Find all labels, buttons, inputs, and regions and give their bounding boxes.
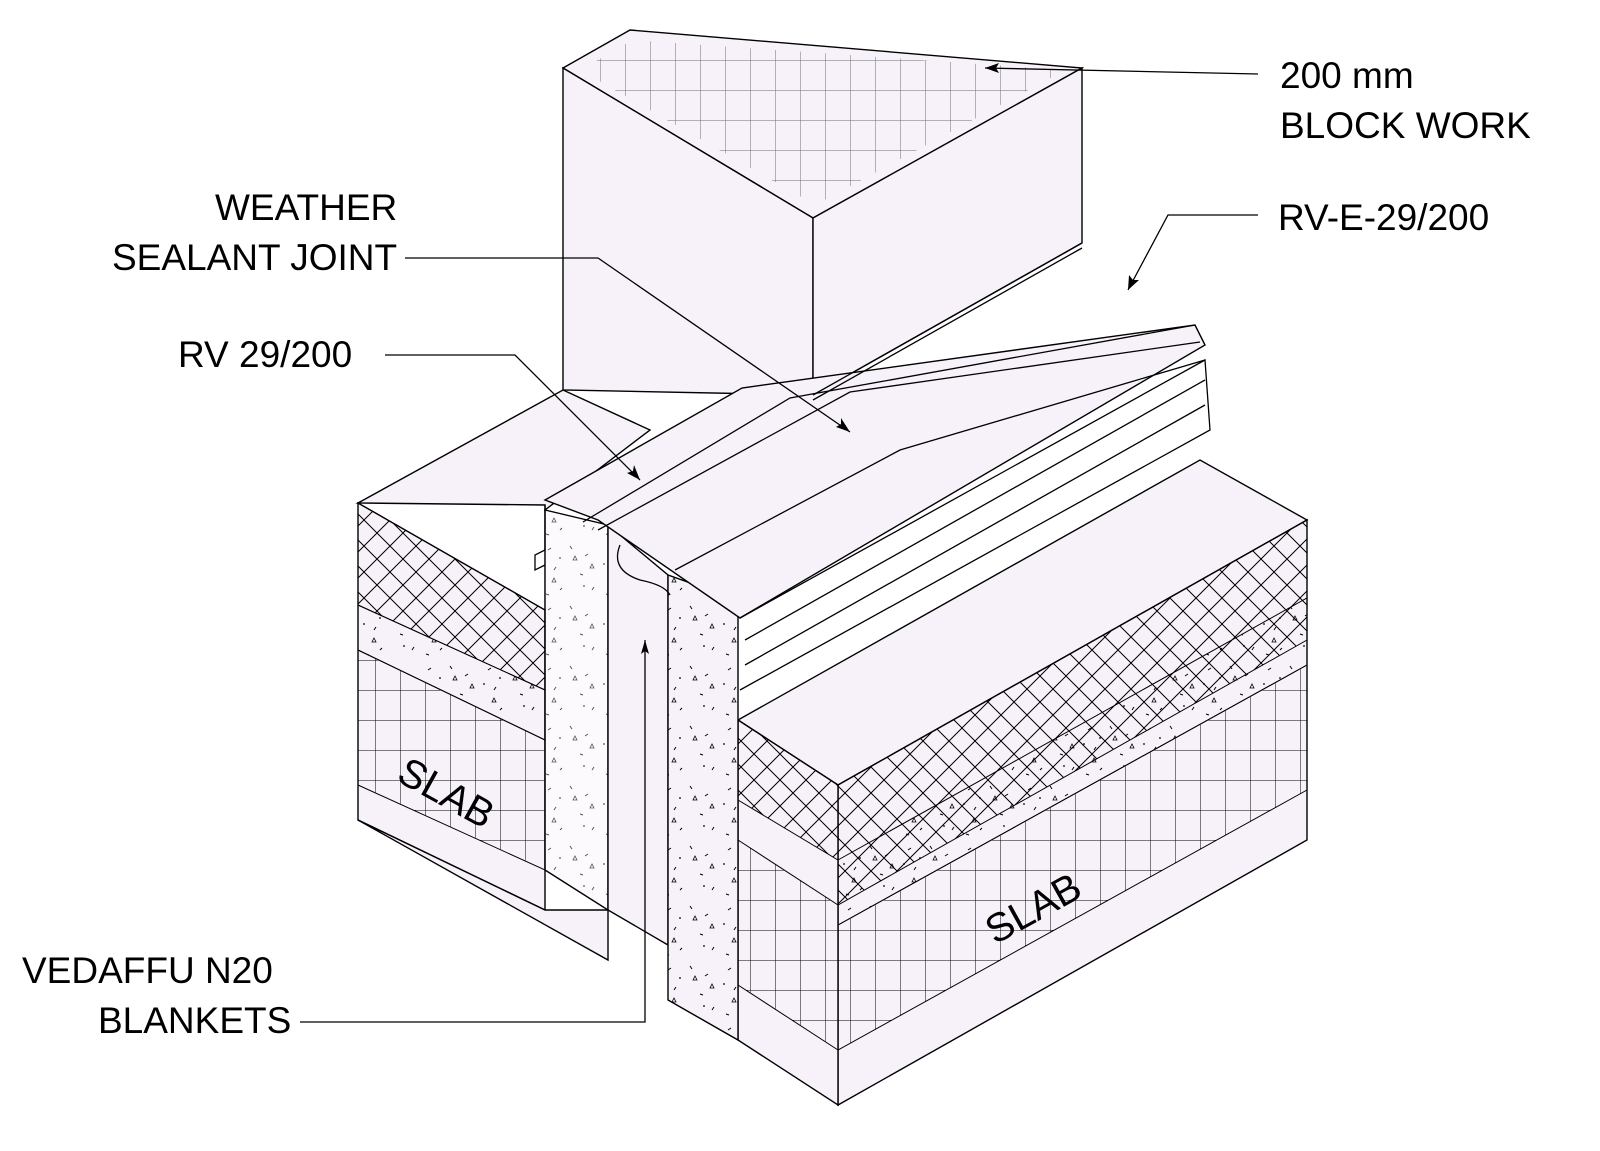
joint-clip-left — [534, 505, 546, 572]
right-blanket — [667, 574, 739, 1041]
leader-rv-e — [1127, 214, 1258, 291]
annotation-labels: 200 mm BLOCK WORK RV-E-29/200 WEATHER SE… — [22, 55, 1531, 1041]
label-rv-e: RV-E-29/200 — [1278, 197, 1489, 238]
label-sealant-joint: SEALANT JOINT — [112, 237, 397, 278]
leader-rv — [385, 354, 641, 481]
label-weather: WEATHER — [215, 187, 397, 228]
arrow-block-work — [985, 63, 999, 73]
joint-cover-profile — [534, 242, 1211, 691]
label-block-work: BLOCK WORK — [1280, 105, 1531, 146]
leader-block-work — [984, 67, 1259, 75]
leader-weather-sealant — [405, 257, 851, 433]
leader-lines — [300, 63, 1259, 1023]
left-blanket-face — [544, 509, 609, 912]
left-slab-block — [355, 389, 652, 912]
arrow-rv — [627, 465, 640, 480]
arrow-rv-e — [1128, 275, 1139, 290]
block-wall-top-grid — [580, 40, 1065, 205]
sealant-line-2 — [812, 247, 1083, 401]
gap-back-face — [607, 523, 669, 947]
joint-cover-top — [543, 324, 1206, 619]
joint-cover-edge-4 — [744, 404, 1206, 666]
label-blankets: BLANKETS — [98, 1000, 291, 1041]
block-wall — [561, 29, 1085, 397]
sealant-line — [812, 242, 1083, 396]
joint-cover-ridge-2 — [597, 341, 1201, 531]
joint-cover-edge-2 — [739, 358, 1211, 691]
joint-cover-edge — [674, 359, 1206, 571]
arrow-vedaffu — [641, 640, 649, 654]
label-rv: RV 29/200 — [178, 334, 352, 375]
arrow-weather-sealant — [836, 418, 850, 432]
right-slab-block — [736, 459, 1309, 1107]
lower-base-left — [357, 819, 609, 962]
leader-vedaffu — [300, 640, 646, 1023]
joint-cover-ridge — [582, 324, 1196, 523]
label-block-work-size: 200 mm — [1280, 55, 1414, 96]
joint-cover-edge-3 — [744, 379, 1206, 641]
joint-clip-curve — [616, 544, 671, 596]
label-vedaffu: VEDAFFU N20 — [22, 950, 273, 991]
